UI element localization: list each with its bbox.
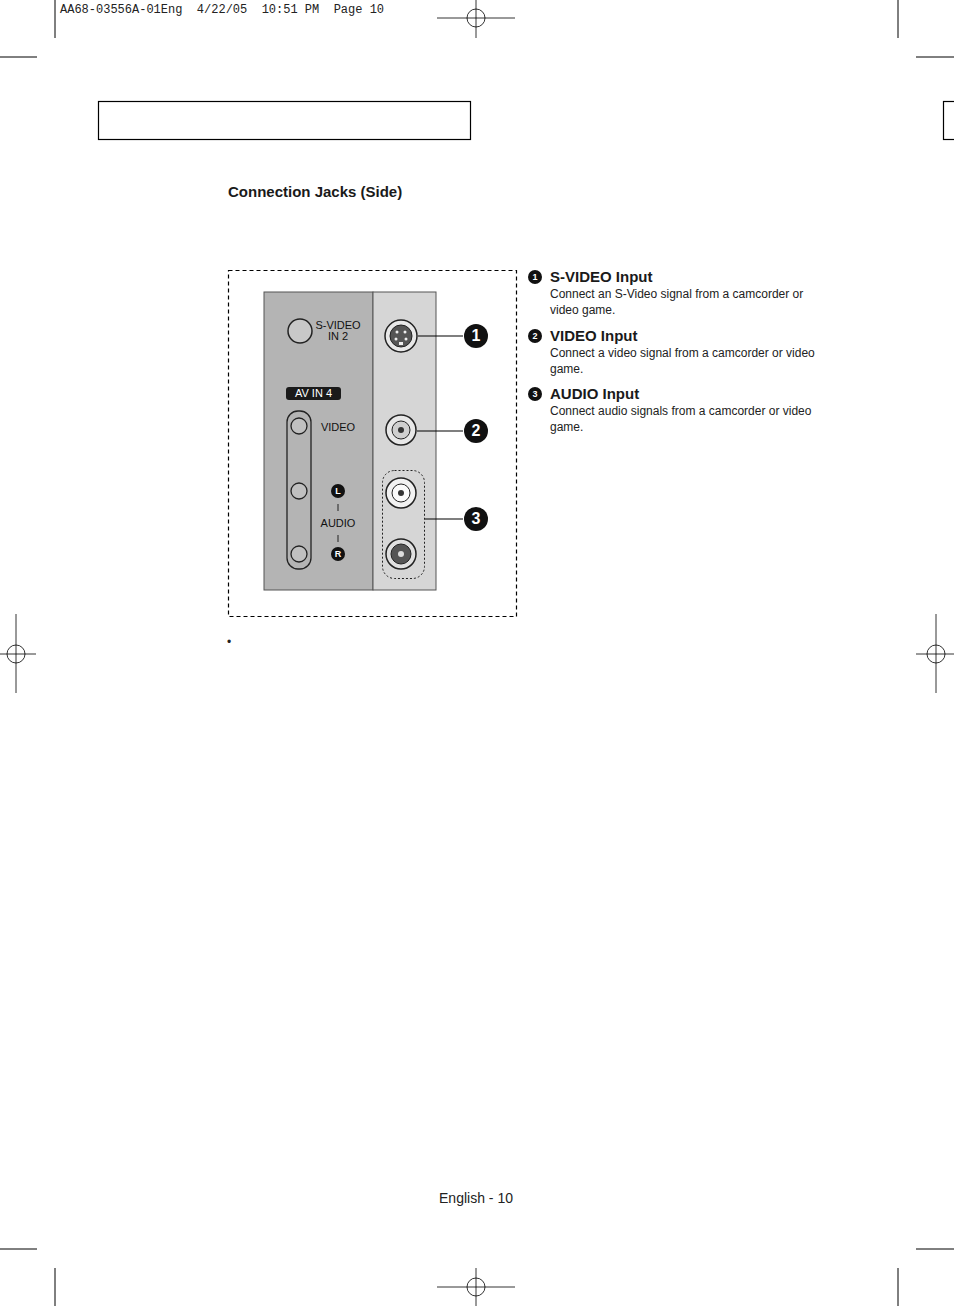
jack — [405, 338, 408, 341]
crop-mark — [898, 0, 899, 38]
jack — [396, 331, 399, 334]
crop-mark — [898, 1268, 899, 1306]
jack — [386, 539, 416, 569]
callout-circle — [464, 419, 488, 443]
jack — [392, 484, 410, 502]
jack-label: S-VIDEO IN 2 — [313, 320, 363, 342]
leader-line — [417, 336, 463, 519]
printer-slug: AA68-03556A-01Eng 4/22/05 10:51 PM Page … — [60, 3, 384, 17]
crop-mark — [916, 1249, 954, 1250]
side-panel — [287, 411, 311, 569]
crop-mark — [55, 1268, 56, 1306]
callout-number: 3 — [464, 507, 488, 531]
registration-mark — [916, 654, 954, 655]
jack — [399, 342, 403, 345]
side-panel — [373, 292, 436, 590]
callout-circle — [528, 270, 542, 284]
callout-number: 2 — [464, 419, 488, 443]
callout-number: 1 — [528, 270, 542, 284]
callout-circle — [464, 324, 488, 348]
item-description: Connect a video signal from a camcorder … — [550, 345, 822, 377]
header-box — [99, 102, 471, 140]
page-number: English - 10 — [376, 1190, 576, 1206]
jack-label: VIDEO — [318, 422, 358, 433]
registration-mark — [476, 1268, 477, 1306]
item-description: Connect audio signals from a camcorder o… — [550, 403, 822, 435]
leader-line — [425, 518, 463, 519]
item-heading: AUDIO Input — [550, 385, 639, 402]
jack — [386, 478, 416, 508]
jack — [390, 325, 412, 347]
side-panel — [338, 504, 339, 511]
jack — [386, 415, 416, 445]
callout-number: 3 — [528, 387, 542, 401]
callout-number: 2 — [528, 329, 542, 343]
side-panel — [288, 319, 312, 343]
registration-mark — [476, 0, 477, 38]
callout-circle — [528, 329, 542, 343]
jack — [392, 421, 410, 439]
jack-label: AUDIO — [318, 518, 358, 529]
jack — [404, 331, 407, 334]
callout-circle — [464, 507, 488, 531]
input-badge: AV IN 4 — [286, 387, 341, 400]
registration-mark — [936, 614, 937, 693]
figure-frame — [229, 271, 517, 617]
item-heading: S-VIDEO Input — [550, 268, 653, 285]
jack — [391, 544, 411, 564]
registration-mark — [0, 654, 36, 655]
jack — [383, 471, 425, 579]
jack — [398, 427, 404, 433]
jack — [385, 320, 417, 352]
callout-circle — [464, 270, 542, 531]
side-panel — [264, 292, 373, 590]
crop-mark — [916, 57, 954, 58]
jack — [383, 320, 425, 579]
side-panel — [331, 484, 345, 498]
leader-line — [417, 430, 463, 431]
jack — [398, 490, 404, 496]
channel-mark: L — [331, 486, 345, 496]
crop-mark — [0, 1249, 37, 1250]
crop-mark — [55, 0, 56, 38]
side-panel — [338, 535, 339, 542]
registration-mark — [16, 614, 17, 693]
side-panel — [264, 292, 436, 590]
jack — [398, 551, 404, 557]
section-title: Connection Jacks (Side) — [228, 183, 402, 200]
side-panel — [291, 418, 307, 434]
item-heading: VIDEO Input — [550, 327, 638, 344]
side-panel — [291, 483, 307, 499]
leader-line — [418, 335, 463, 336]
header-tab — [944, 102, 954, 140]
channel-mark: R — [331, 549, 345, 559]
side-panel — [291, 546, 307, 562]
bullet: • — [227, 634, 231, 650]
callout-circle — [528, 387, 542, 401]
crop-mark — [0, 57, 37, 58]
item-description: Connect an S-Video signal from a camcord… — [550, 286, 822, 318]
side-panel — [331, 547, 345, 561]
jack — [395, 338, 398, 341]
callout-number: 1 — [464, 324, 488, 348]
